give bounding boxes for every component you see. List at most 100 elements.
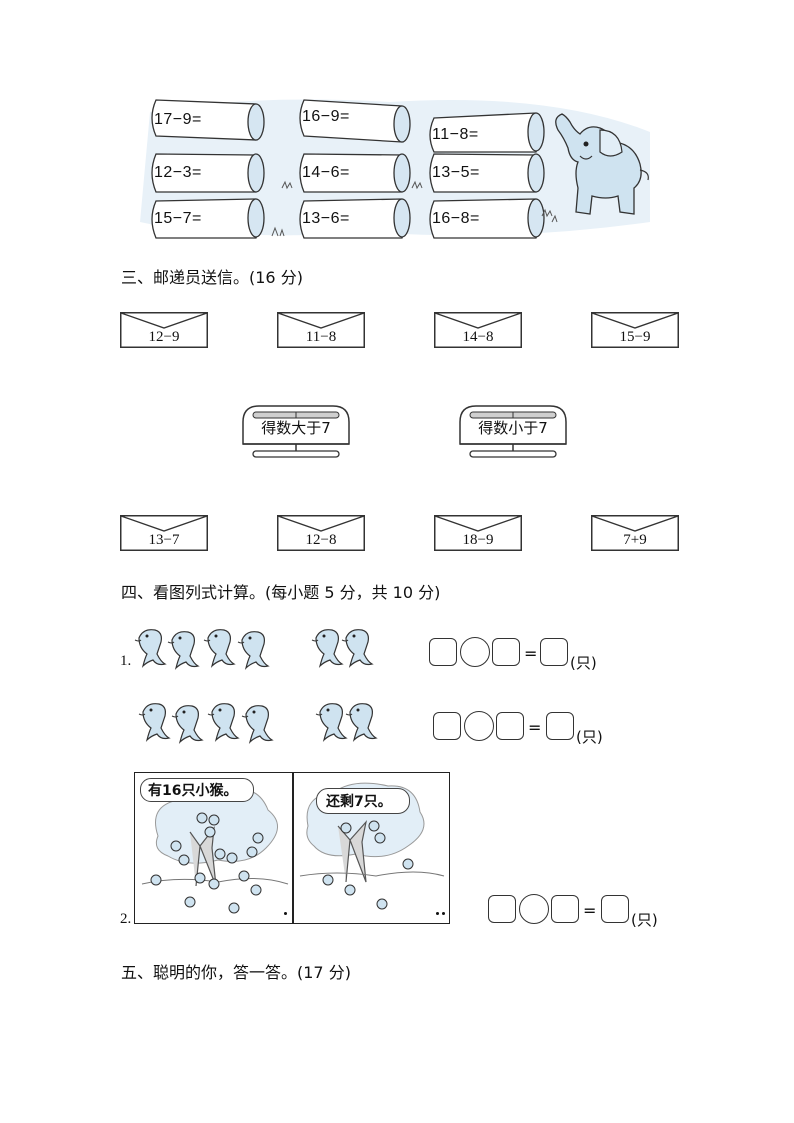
dot-marker — [284, 912, 287, 915]
pipe-shape — [299, 99, 411, 143]
pipe-11-8: 11−8= — [428, 112, 546, 154]
envelope: 7+9 — [591, 515, 679, 551]
pipe-17-9: 17−9= — [150, 98, 266, 142]
pipe-equation: 16−9= — [302, 108, 350, 125]
unit-label: (只) — [570, 654, 597, 672]
question-number: 2. — [120, 911, 132, 927]
pipe-shape — [299, 198, 411, 239]
answer-box[interactable] — [540, 638, 568, 666]
grass-decoration — [271, 180, 558, 237]
pipe-equation: 11−8= — [432, 126, 479, 143]
mailbox-label: 得数小于7 — [478, 419, 548, 437]
envelope: 12−8 — [277, 515, 365, 551]
envelope: 14−8 — [434, 312, 522, 348]
mailbox-less-than-7: 得数小于7 — [458, 404, 568, 460]
dolphin-icon — [171, 705, 204, 744]
envelope-expression: 11−8 — [305, 329, 337, 345]
envelope-expression: 12−9 — [148, 329, 180, 345]
pipe-shape — [429, 112, 545, 153]
envelope-icon — [591, 515, 679, 551]
answer-box[interactable] — [551, 895, 579, 923]
answer-box[interactable] — [488, 895, 516, 923]
answer-box[interactable] — [601, 895, 629, 923]
question-number: 1. — [120, 653, 132, 669]
operator-circle[interactable] — [460, 637, 490, 667]
envelope-expression: 14−8 — [462, 329, 494, 345]
pipe-12-3: 12−3= — [150, 152, 266, 194]
mailbox-icon — [459, 405, 567, 458]
envelope-icon — [120, 312, 208, 348]
unit-label: (只) — [576, 728, 603, 746]
pipe-equation: 12−3= — [154, 164, 202, 181]
section-5-title: 五、聪明的你，答一答。(17 分) — [121, 963, 351, 982]
equals-sign: = — [528, 718, 542, 737]
envelope: 18−9 — [434, 515, 522, 551]
answer-box[interactable] — [492, 638, 520, 666]
dolphin-icon — [237, 631, 270, 670]
dot-marker — [436, 912, 439, 915]
envelope-expression: 18−9 — [462, 532, 494, 548]
mailbox-label: 得数大于7 — [261, 419, 331, 437]
envelope-expression: 15−9 — [619, 329, 651, 345]
pipe-shape — [299, 153, 411, 193]
speech-bubble-right — [316, 788, 410, 814]
speech-bubble-left — [140, 778, 254, 802]
section-3-title: 三、邮递员送信。(16 分) — [121, 268, 303, 287]
dolphin-icon — [203, 629, 236, 668]
envelope-expression: 13−7 — [148, 532, 180, 548]
envelope-icon — [434, 312, 522, 348]
speech-text-left: 有16只小猴。 — [148, 783, 238, 799]
section-4-title: 四、看图列式计算。(每小题 5 分，共 10 分) — [121, 583, 441, 602]
mailbox-greater-than-7: 得数大于7 — [241, 404, 351, 460]
envelope-expression: 7+9 — [623, 532, 647, 548]
pipe-shape — [151, 198, 265, 239]
envelope: 11−8 — [277, 312, 365, 348]
dolphin-icon — [207, 703, 240, 742]
envelope-icon — [434, 515, 522, 551]
pipe-shape — [429, 153, 545, 193]
envelope-icon — [120, 515, 208, 551]
monkey-group-7-icon — [322, 820, 414, 910]
envelope: 13−7 — [120, 515, 208, 551]
dolphin-icon — [311, 629, 344, 668]
pipe-equation: 13−5= — [432, 164, 480, 181]
answer-box[interactable] — [546, 712, 574, 740]
pipe-shape — [151, 99, 265, 141]
pipe-13-5: 13−5= — [428, 152, 546, 194]
dolphin-icon — [167, 631, 200, 670]
envelope-icon — [591, 312, 679, 348]
pipe-equation: 15−7= — [154, 210, 202, 227]
speech-text-right: 还剩7只。 — [326, 794, 392, 810]
operator-circle[interactable] — [519, 894, 549, 924]
dot-marker — [442, 912, 445, 915]
envelope-icon — [277, 515, 365, 551]
pipe-equation: 16−8= — [432, 210, 480, 227]
equals-sign: = — [524, 644, 538, 663]
tree-scene-left — [141, 786, 289, 887]
dolphin-icon — [241, 705, 274, 744]
envelope: 15−9 — [591, 312, 679, 348]
monkey-group-16-icon — [150, 812, 264, 914]
pipe-13-6: 13−6= — [298, 198, 412, 240]
dolphin-icon — [341, 629, 374, 668]
envelope-icon — [277, 312, 365, 348]
unit-label: (只) — [631, 911, 658, 929]
pipe-16-8: 16−8= — [428, 198, 546, 240]
dolphin-icon — [315, 703, 348, 742]
dolphin-icon — [134, 629, 167, 668]
elephant-icon — [555, 113, 649, 215]
pipe-equation: 14−6= — [302, 164, 350, 181]
equals-sign: = — [583, 901, 597, 920]
answer-box[interactable] — [429, 638, 457, 666]
pipe-equation: 17−9= — [154, 111, 202, 128]
envelope-expression: 12−8 — [305, 532, 337, 548]
dolphin-icon — [138, 703, 171, 742]
answer-box[interactable] — [433, 712, 461, 740]
pipe-shape — [429, 198, 545, 239]
pipe-14-6: 14−6= — [298, 152, 412, 194]
dolphin-icon — [345, 703, 378, 742]
envelope: 12−9 — [120, 312, 208, 348]
answer-box[interactable] — [496, 712, 524, 740]
pipe-shape — [151, 153, 265, 193]
operator-circle[interactable] — [464, 711, 494, 741]
